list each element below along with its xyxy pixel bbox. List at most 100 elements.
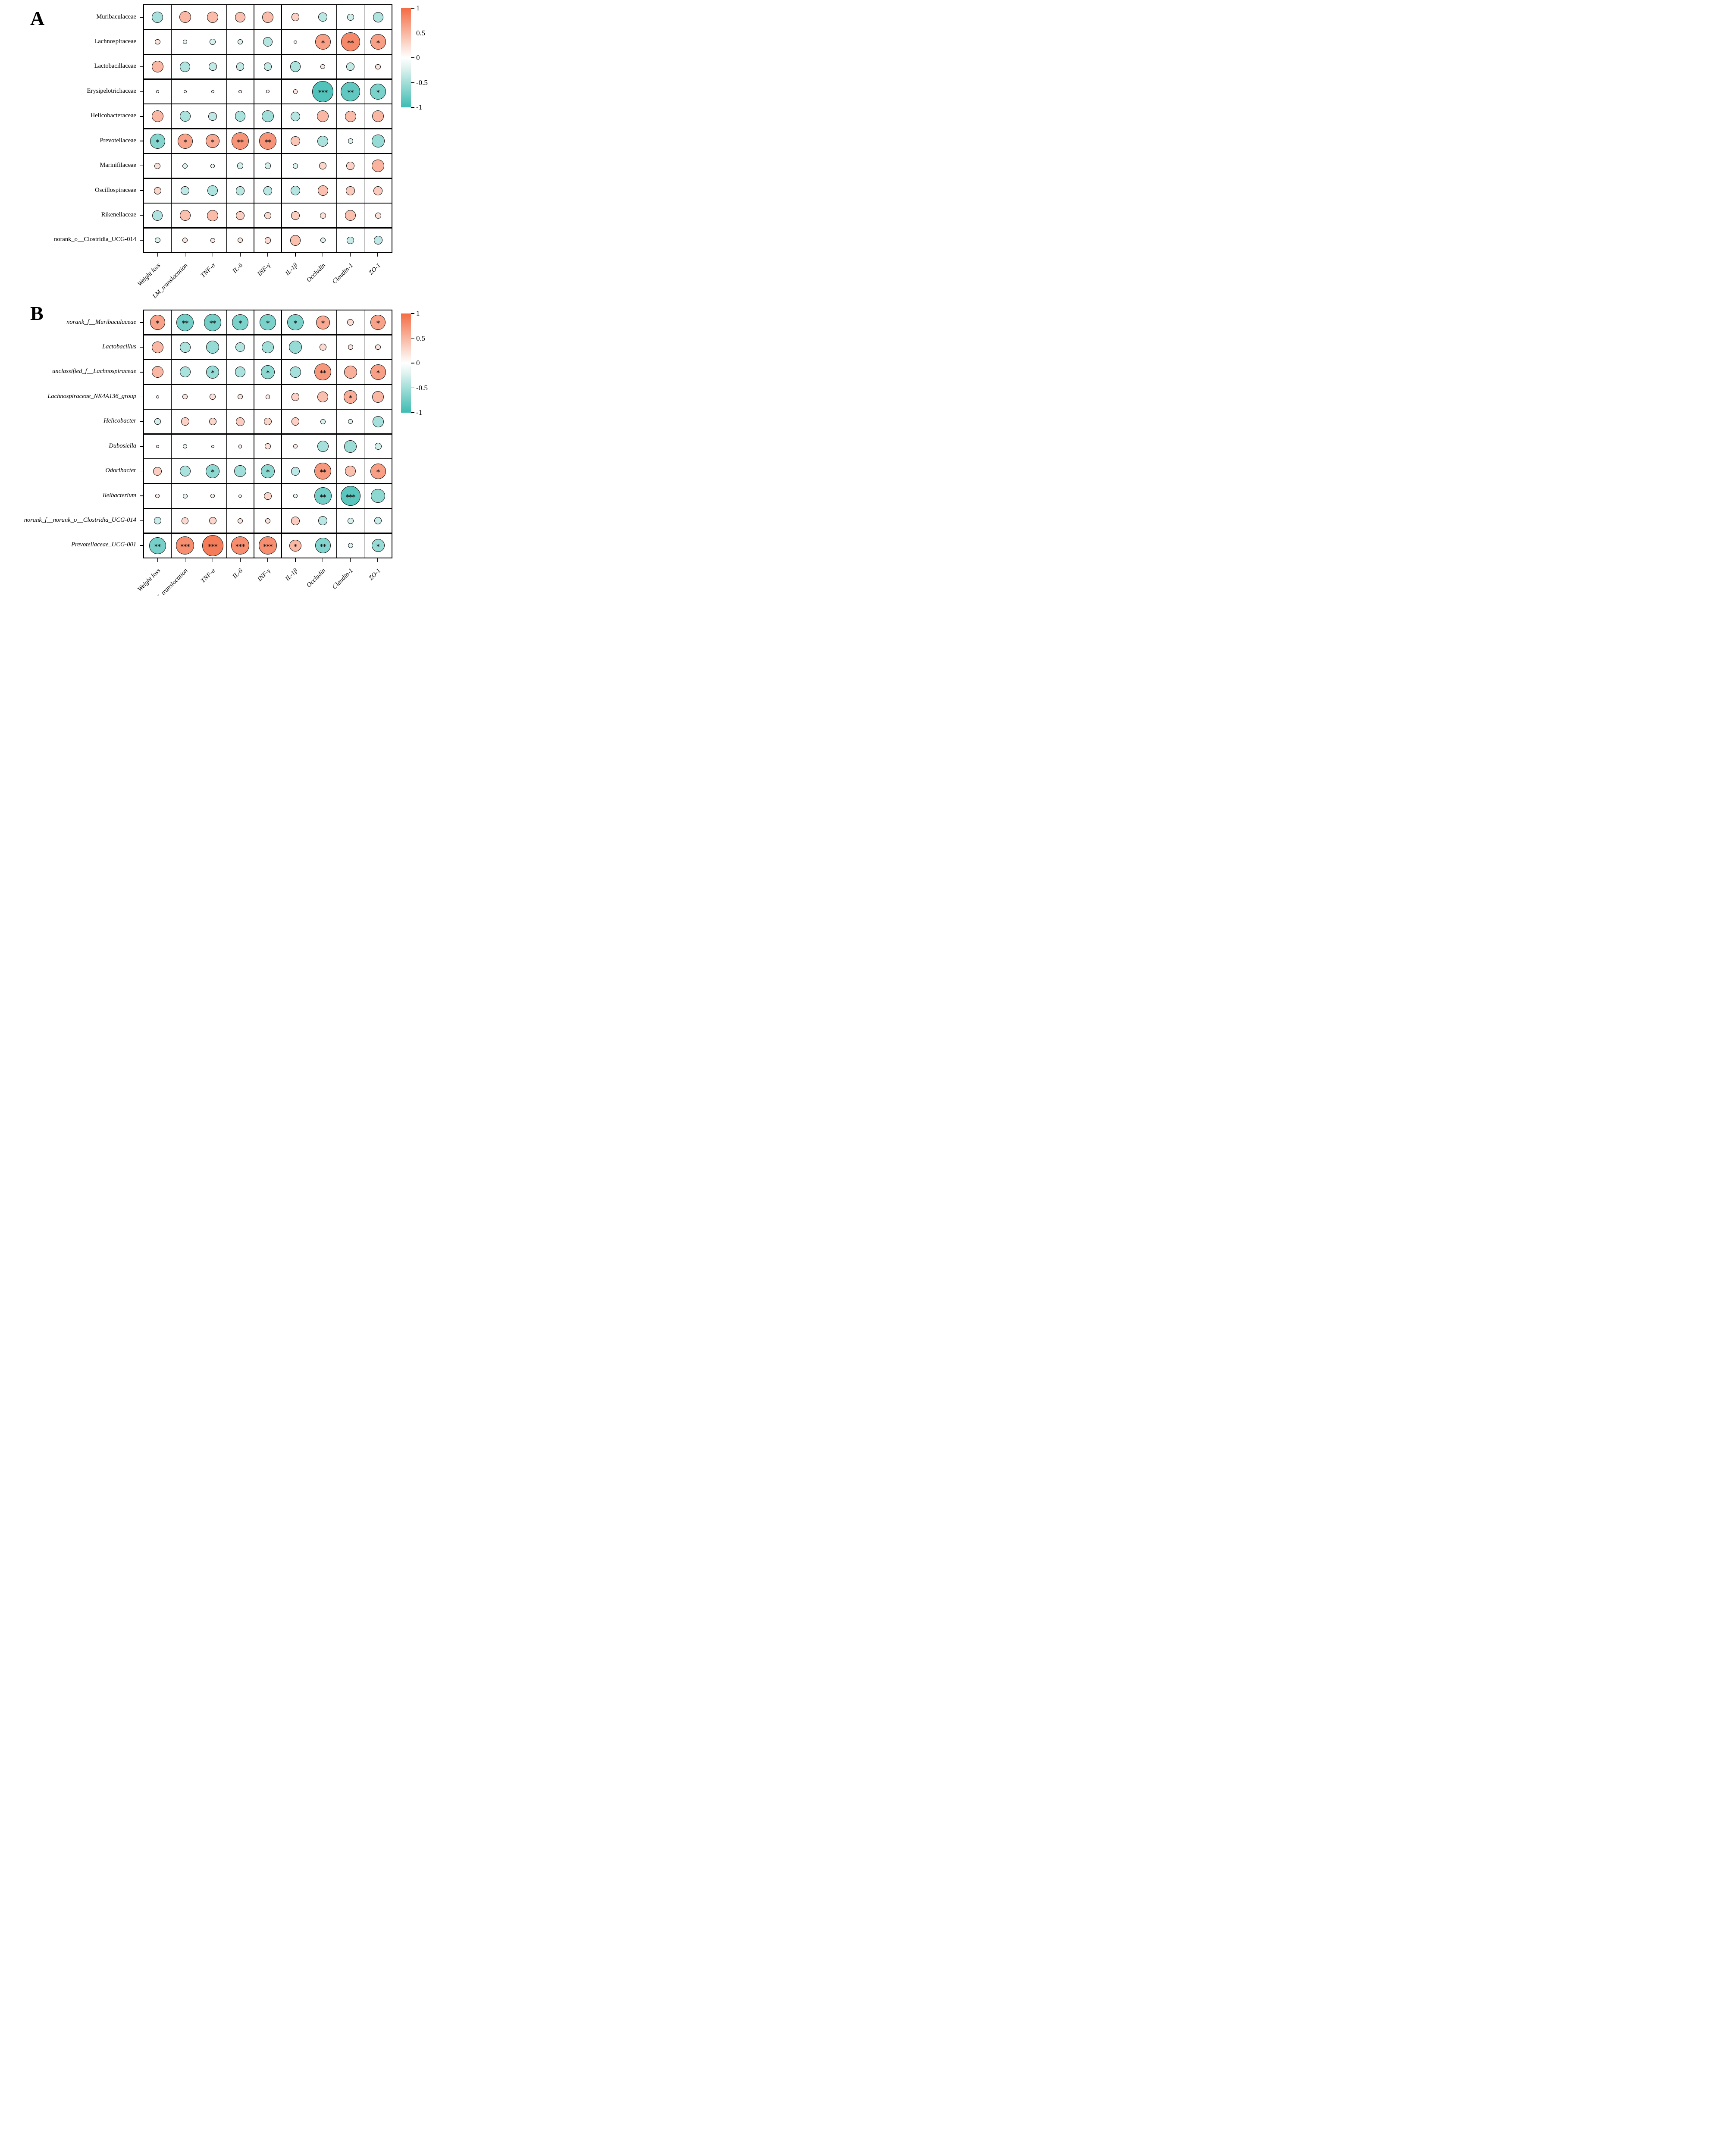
- matrix-cell: [282, 360, 309, 384]
- matrix-cell: [171, 410, 199, 434]
- matrix-cell: *: [171, 129, 199, 153]
- y-axis-tick: [140, 240, 143, 241]
- matrix-cell: **: [309, 484, 337, 508]
- significance-stars: *: [211, 369, 214, 377]
- correlation-circle: [262, 11, 273, 23]
- matrix-cell: [309, 228, 337, 252]
- colorbar-tick: [411, 8, 414, 9]
- matrix-cell: [337, 533, 364, 558]
- colorbar-tick-label: -0.5: [416, 383, 428, 392]
- correlation-circle: [292, 163, 298, 169]
- matrix-cell: **: [337, 30, 364, 54]
- correlation-circle: [320, 64, 326, 69]
- matrix-cell: [226, 55, 254, 79]
- correlation-circle: [156, 445, 159, 448]
- matrix-cell: *: [364, 79, 392, 103]
- correlation-circle: [209, 517, 216, 525]
- matrix-cell: [254, 179, 282, 203]
- matrix-cell: *: [364, 30, 392, 54]
- column-label: IL-6: [231, 567, 245, 580]
- correlation-circle: [206, 341, 219, 354]
- correlation-circle: [155, 494, 160, 498]
- row-label: Marinifilaceae: [100, 162, 136, 169]
- correlation-circle: [348, 138, 353, 144]
- matrix-cell: [254, 79, 282, 103]
- matrix-cell: **: [254, 129, 282, 153]
- matrix-cell: [171, 30, 199, 54]
- correlation-circle: [291, 516, 300, 525]
- correlation-circle: [346, 162, 355, 170]
- matrix-cell: [226, 104, 254, 128]
- matrix-cell: [364, 484, 392, 508]
- x-axis-tick: [185, 253, 186, 257]
- correlation-circle: [183, 90, 187, 93]
- correlation-circle: [153, 467, 162, 476]
- correlation-circle: [179, 342, 191, 353]
- matrix-cell: *: [309, 310, 337, 335]
- colorbar-tick: [411, 107, 414, 108]
- matrix-cell: [337, 360, 364, 384]
- matrix-cell: [309, 129, 337, 153]
- significance-stars: ***: [263, 542, 273, 551]
- colorbar-tick-label: 0: [416, 53, 420, 62]
- x-axis-tick: [240, 253, 241, 257]
- row-label: Oscillospiraceae: [95, 186, 136, 194]
- matrix-cell: [254, 55, 282, 79]
- significance-stars: **: [320, 468, 326, 476]
- matrix-cell: [226, 5, 254, 29]
- matrix-cell: [199, 179, 226, 203]
- matrix-cell: [171, 434, 199, 458]
- correlation-circle: [235, 12, 245, 22]
- correlation-circle: [211, 90, 214, 93]
- row-label: Helicobacteraceae: [90, 112, 136, 119]
- matrix-cell: *: [254, 459, 282, 483]
- significance-stars: *: [376, 369, 380, 377]
- row-label: Prevotellaceae_UCG-001: [71, 541, 136, 548]
- correlation-circle: ***: [340, 486, 361, 506]
- correlation-circle: [155, 39, 160, 45]
- correlation-grid: ****************************************…: [143, 310, 392, 558]
- column-label: IL-1β: [284, 262, 300, 277]
- correlation-circle: [291, 211, 300, 220]
- correlation-circle: [179, 210, 191, 221]
- matrix-cell: [144, 30, 171, 54]
- correlation-circle: *: [371, 539, 385, 552]
- colorbar-tick: [411, 363, 414, 364]
- row-label: Lactobacillus: [102, 343, 136, 351]
- row-label: Prevotellaceae: [100, 137, 136, 144]
- matrix-cell: [337, 179, 364, 203]
- x-axis-tick: [350, 558, 351, 562]
- matrix-cell: [282, 55, 309, 79]
- correlation-circle: [344, 365, 357, 379]
- colorbar-tick: [411, 338, 414, 339]
- significance-stars: **: [237, 138, 244, 146]
- correlation-circle: [320, 238, 326, 243]
- correlation-circle: [318, 516, 328, 526]
- correlation-circle: [344, 440, 357, 453]
- y-axis-tick: [140, 545, 143, 546]
- correlation-circle: **: [314, 364, 332, 381]
- y-axis-tick: [140, 17, 143, 18]
- significance-stars: *: [376, 319, 380, 327]
- correlation-circle: [234, 465, 246, 477]
- x-axis-tick: [185, 558, 186, 562]
- matrix-cell: [226, 509, 254, 533]
- correlation-circle: [236, 211, 245, 220]
- matrix-cell: [144, 484, 171, 508]
- correlation-circle: [372, 110, 384, 122]
- correlation-circle: [346, 63, 355, 71]
- panel-a-letter: A: [30, 7, 45, 29]
- matrix-cell: [226, 484, 254, 508]
- correlation-circle: [290, 366, 301, 378]
- correlation-circle: *: [150, 133, 165, 149]
- correlation-circle: [318, 13, 328, 22]
- column-label: INF-γ: [256, 567, 272, 583]
- significance-stars: ***: [235, 542, 245, 551]
- correlation-circle: [371, 135, 385, 148]
- colorbar-tick-label: -1: [416, 103, 423, 111]
- matrix-cell: [337, 335, 364, 359]
- correlation-circle: [375, 212, 381, 219]
- column-label: INF-γ: [256, 262, 272, 278]
- correlation-circle: [291, 467, 300, 476]
- row-label: Dubosiella: [109, 442, 136, 449]
